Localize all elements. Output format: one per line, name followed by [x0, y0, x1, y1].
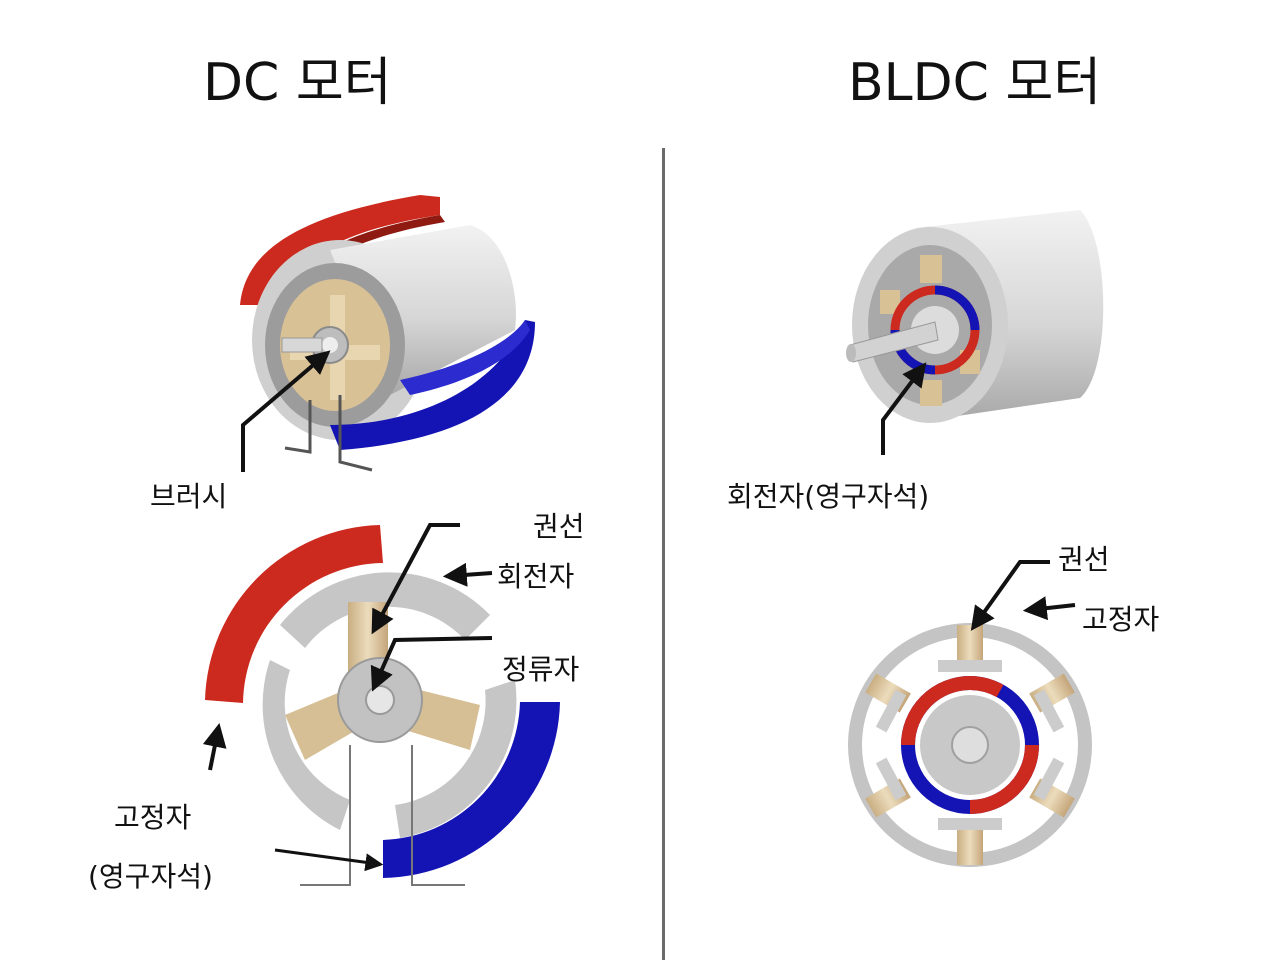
dc-commutator-label: 정류자: [502, 653, 580, 686]
dc-stator-note-label: (영구자석): [88, 860, 213, 893]
bldc-winding-label: 권선: [1058, 543, 1110, 576]
center-divider: [662, 148, 665, 960]
dc-red-stator-magnet: [205, 525, 383, 703]
dc-rotor-label: 회전자: [497, 560, 575, 593]
bldc-rotor-pm-label: 회전자(영구자석): [727, 480, 930, 513]
dc-brush-label: 브러시: [150, 480, 228, 513]
dc-stator-label: 고정자: [114, 801, 192, 834]
dc-3d-blue-magnet: [330, 320, 535, 450]
dc-motor-cross-section: [202, 523, 560, 886]
dc-blue-stator-magnet: [383, 702, 560, 878]
dc-motor-title: DC 모터: [203, 53, 392, 113]
bldc-stator-label: 고정자: [1082, 603, 1160, 636]
dc-winding-label: 권선: [533, 510, 585, 543]
bldc-motor-title: BLDC 모터: [848, 53, 1102, 113]
dc-motor-3d-illustration: [240, 195, 535, 472]
bldc-motor-3d-illustration: [846, 210, 1104, 455]
bldc-motor-cross-section: [848, 560, 1092, 867]
